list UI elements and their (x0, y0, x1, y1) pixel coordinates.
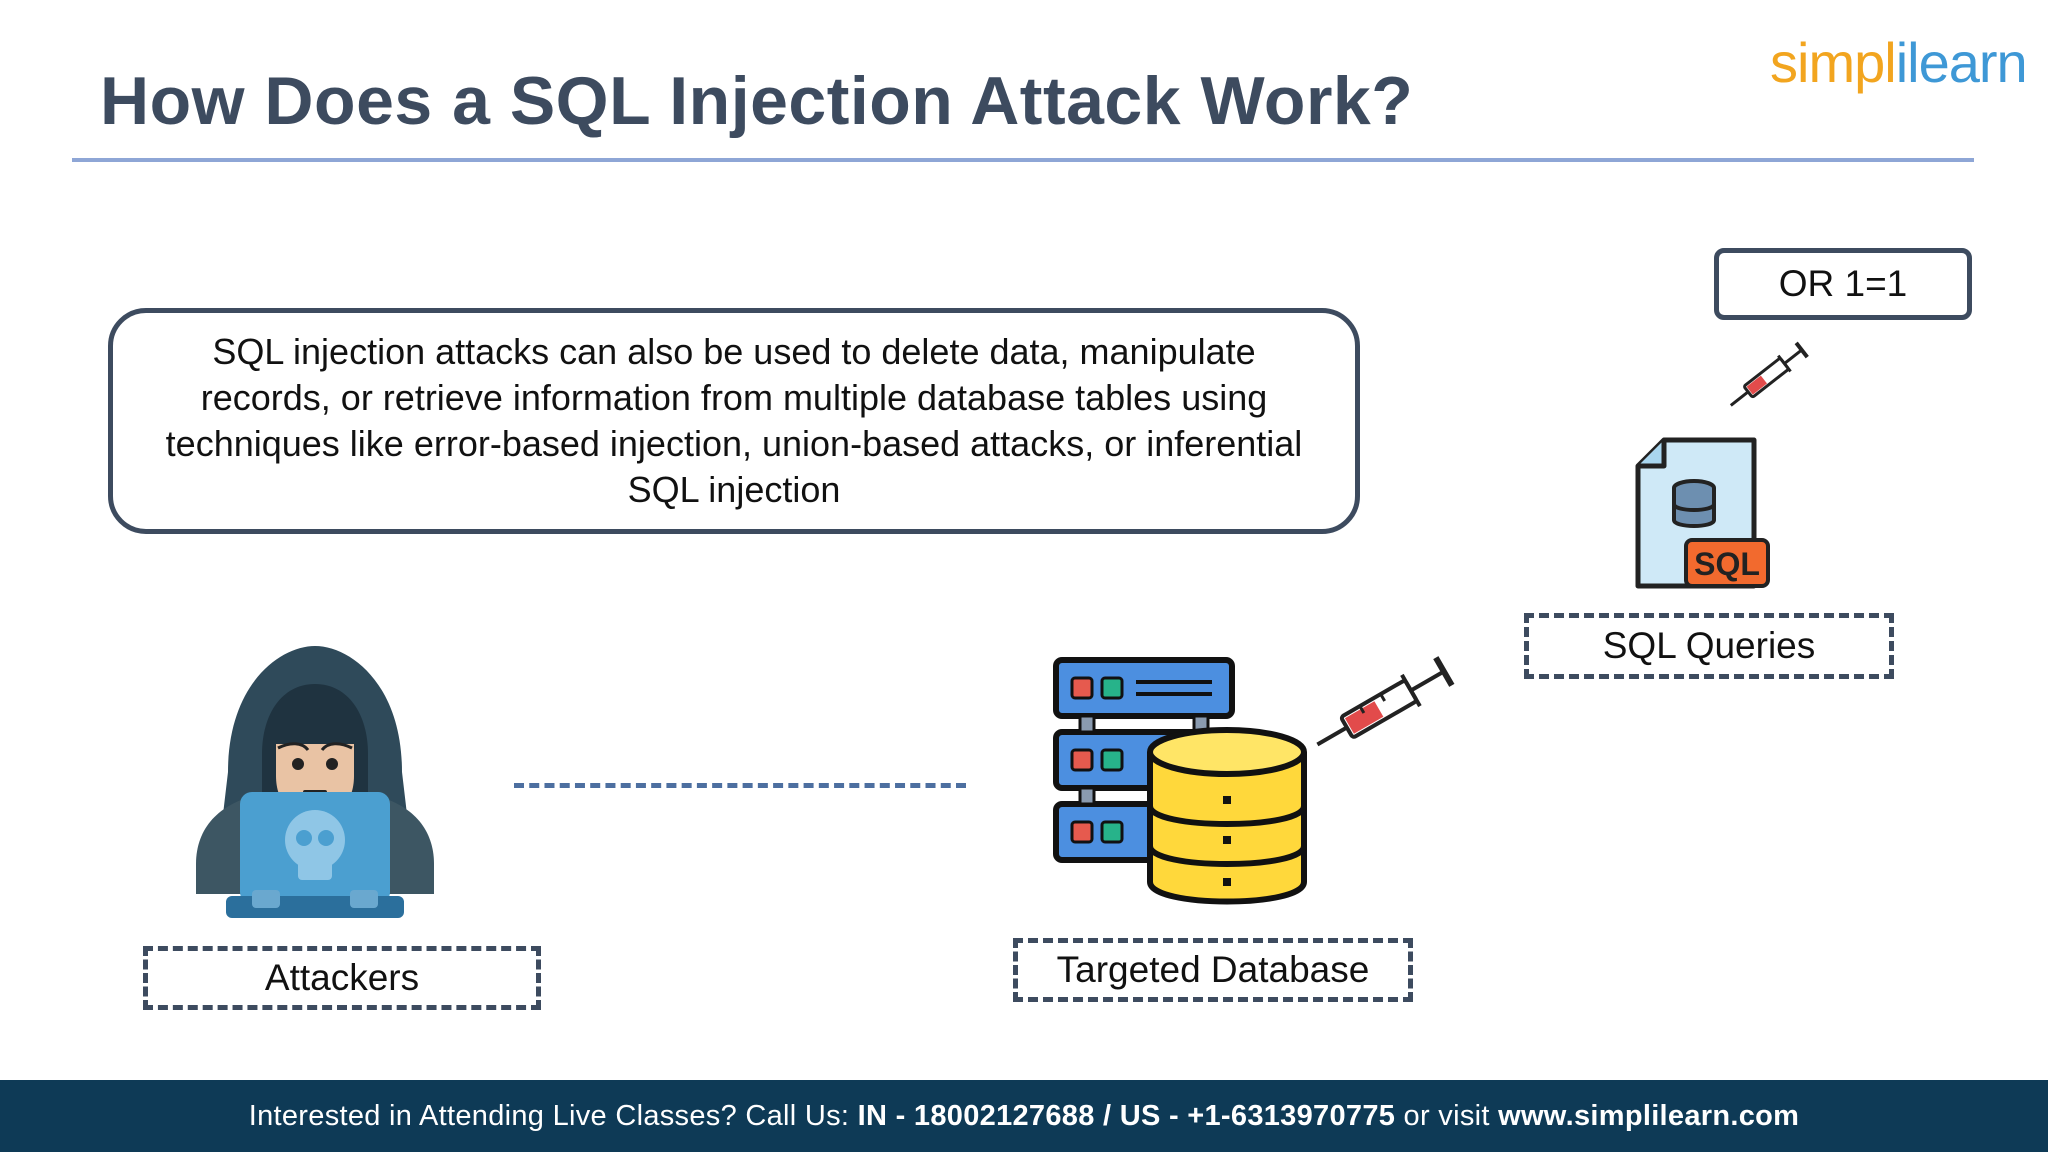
footer-lead: Interested in Attending Live Classes? Ca… (248, 1099, 850, 1132)
page-title: How Does a SQL Injection Attack Work? (100, 63, 1414, 139)
payload-box: OR 1=1 (1714, 248, 1972, 320)
sql-file-icon: SQL (1635, 437, 1770, 589)
syringe-icon (1316, 656, 1455, 747)
description-callout: SQL injection attacks can also be used t… (108, 308, 1360, 534)
title-divider (72, 158, 1974, 162)
sql-queries-label: SQL Queries (1524, 613, 1894, 679)
footer-site-link[interactable]: www.simplilearn.com (1498, 1099, 1800, 1132)
database-server-icon (1053, 657, 1307, 905)
syringe-icon (1729, 341, 1809, 407)
footer-banner: Interested in Attending Live Classes? Ca… (0, 1080, 2048, 1152)
attackers-label: Attackers (143, 946, 541, 1010)
targeted-database-label: Targeted Database (1013, 938, 1413, 1002)
brand-logo: simplilearn (1770, 31, 2028, 94)
attack-path-connector (514, 783, 966, 788)
footer-phone: IN - 18002127688 / US - +1-6313970775 (857, 1099, 1396, 1132)
footer-mid: or visit (1403, 1099, 1490, 1132)
hacker-icon (196, 646, 434, 918)
sql-badge-text: SQL (1694, 546, 1760, 582)
